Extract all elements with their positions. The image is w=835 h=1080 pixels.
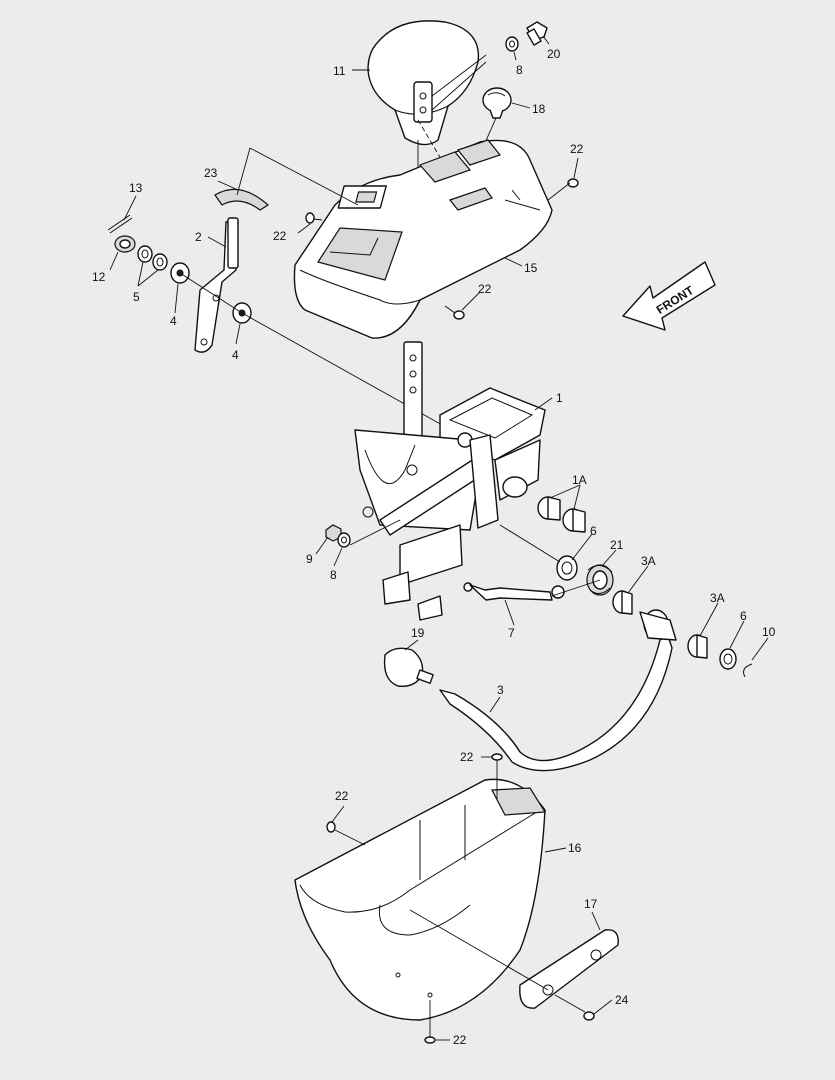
callout-4-right: 4 xyxy=(232,348,239,362)
part-6-washer-a xyxy=(556,555,578,581)
part-12-nut xyxy=(114,235,136,253)
callout-16: 16 xyxy=(568,841,582,855)
callout-1: 1 xyxy=(556,391,563,405)
callout-15: 15 xyxy=(524,261,538,275)
callout-3a-right: 3A xyxy=(710,591,725,605)
callout-17: 17 xyxy=(584,897,598,911)
callout-19: 19 xyxy=(411,626,425,640)
part-6-washer-b xyxy=(719,648,737,670)
part-17-plate xyxy=(519,929,619,1009)
part-11-shift-knob xyxy=(367,20,480,146)
callout-4-left: 4 xyxy=(170,314,177,328)
part-8-washer-mid xyxy=(337,532,351,548)
part-3a-bushing-a xyxy=(612,590,633,615)
callout-6-mid: 6 xyxy=(590,524,597,538)
part-24-screw xyxy=(554,994,595,1021)
part-18-button-knob xyxy=(482,87,512,119)
callout-12: 12 xyxy=(92,270,106,284)
callout-5: 5 xyxy=(133,290,140,304)
callout-10: 10 xyxy=(762,625,776,639)
part-13-pin xyxy=(107,214,133,234)
callout-2: 2 xyxy=(195,230,202,244)
part-22-screw-f xyxy=(424,1000,436,1044)
callout-7: 7 xyxy=(508,626,515,640)
callout-24: 24 xyxy=(615,993,629,1007)
part-22-screw-d xyxy=(491,753,503,800)
part-19-cable-knob xyxy=(383,647,434,687)
callout-21: 21 xyxy=(610,538,624,552)
callout-20: 20 xyxy=(547,47,561,61)
part-10-clip xyxy=(743,663,753,678)
part-22-screw-b xyxy=(305,212,323,224)
front-direction-arrow: FRONT xyxy=(622,261,716,331)
part-16-lower-cover xyxy=(294,778,547,1021)
part-3-cable xyxy=(439,609,677,772)
callout-9: 9 xyxy=(306,552,313,566)
callout-22-topright: 22 xyxy=(570,142,584,156)
callout-22-bottom: 22 xyxy=(453,1033,467,1047)
callout-22-cover-top: 22 xyxy=(460,750,474,764)
part-15-upper-console xyxy=(293,139,553,339)
part-5-washers xyxy=(137,245,168,271)
callout-23: 23 xyxy=(204,166,218,180)
callout-3: 3 xyxy=(497,683,504,697)
callout-11: 11 xyxy=(333,64,346,78)
part-8-washer-top xyxy=(505,36,519,52)
callout-22-mid: 22 xyxy=(478,282,492,296)
callout-13: 13 xyxy=(129,181,143,195)
callout-6-right: 6 xyxy=(740,609,747,623)
part-22-screw-e xyxy=(326,821,366,846)
callout-22-left: 22 xyxy=(273,229,287,243)
part-22-screw-c xyxy=(444,305,465,320)
part-1-shift-bracket xyxy=(354,341,546,621)
callout-18: 18 xyxy=(532,102,546,116)
part-2-shift-lever xyxy=(194,217,239,353)
callout-3a-mid: 3A xyxy=(641,554,656,568)
part-7-cable-rod xyxy=(463,582,565,601)
callout-1a: 1A xyxy=(572,473,587,487)
callout-8-mid: 8 xyxy=(330,568,337,582)
callout-8-top: 8 xyxy=(516,63,523,77)
callout-22-cover-left: 22 xyxy=(335,789,349,803)
part-22-screw-a xyxy=(565,178,579,188)
part-1a-bushings xyxy=(537,496,586,533)
part-3a-bushing-b xyxy=(687,634,708,659)
part-20-bolt xyxy=(526,21,548,46)
part-23-detent-cap xyxy=(214,188,269,211)
